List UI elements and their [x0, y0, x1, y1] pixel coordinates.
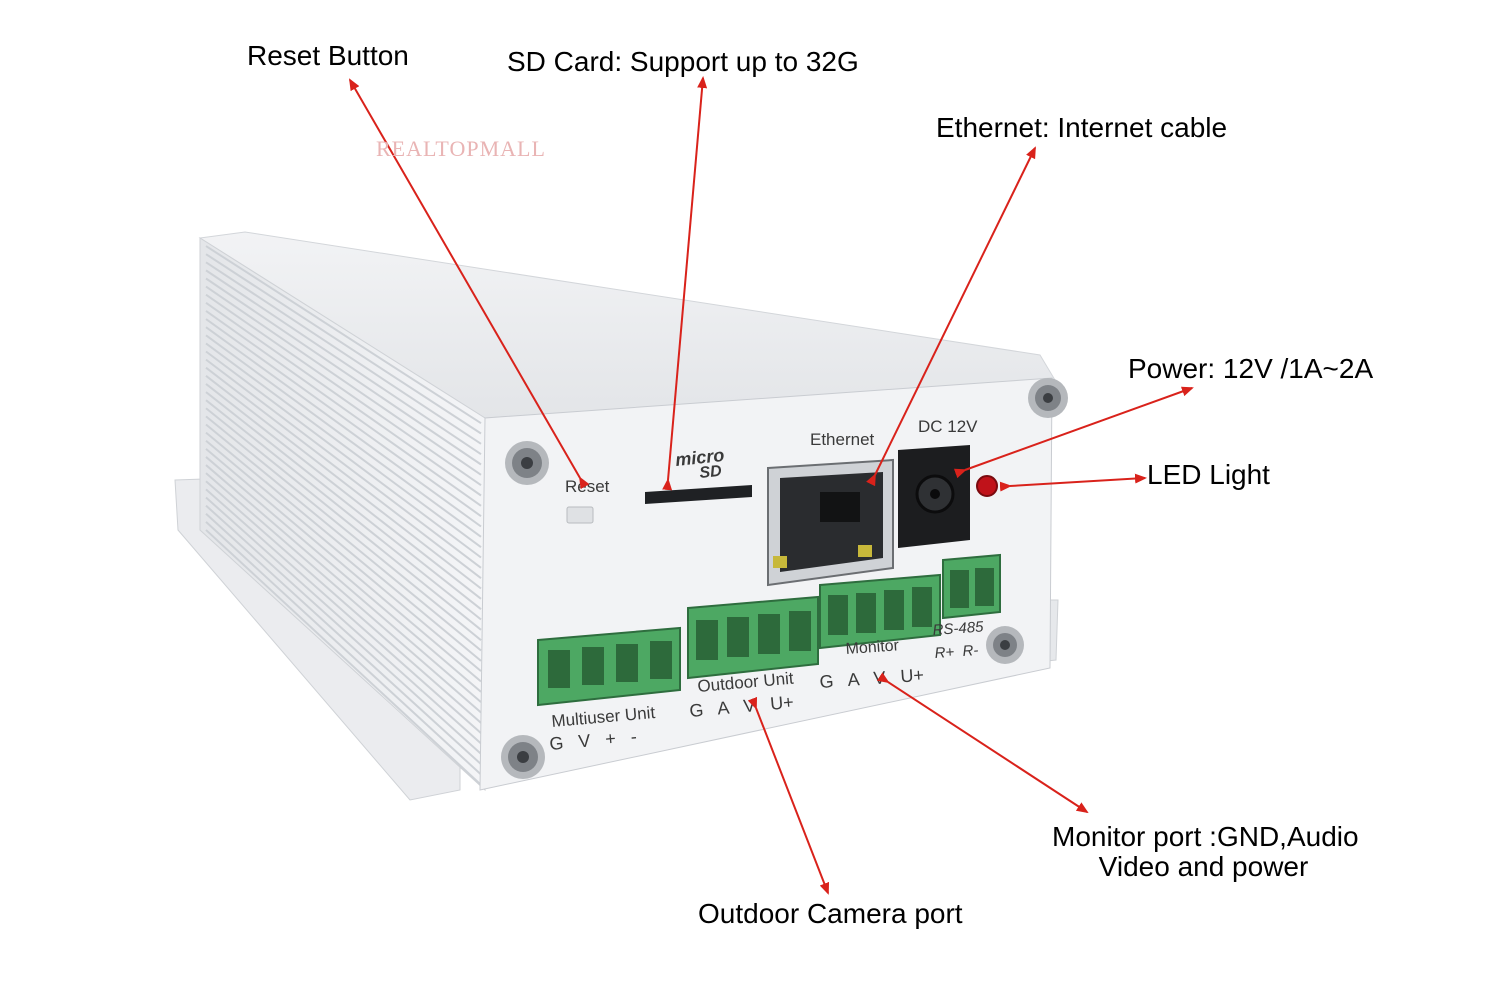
dc-power-jack-icon [898, 445, 970, 548]
sd-card-slot-icon [645, 485, 752, 504]
ethernet-port-icon [767, 458, 894, 587]
heat-sink-fin [205, 399, 482, 621]
heat-sink-fin [205, 334, 482, 538]
rs485-pin-labels: R+ R- [934, 642, 979, 662]
heat-sink-fin [205, 472, 482, 714]
heat-sink-fin [205, 512, 482, 765]
dc-label: DC 12V [918, 417, 978, 436]
led-light-callout: LED Light [1147, 459, 1270, 490]
rs485-terminal-block [942, 553, 1001, 620]
reset-button-callout: Reset Button [247, 40, 409, 71]
screw-icon [1028, 378, 1068, 418]
heat-sink-fin [205, 529, 482, 786]
reset-button-icon [566, 506, 594, 524]
watermark: REALTOPMALL [376, 136, 546, 161]
heat-sink-fin [205, 350, 482, 559]
heat-sink-fin [205, 326, 482, 528]
heat-sink-fin [205, 456, 482, 693]
heat-sink-fin [205, 407, 482, 631]
led-arrow [999, 473, 1147, 492]
heat-sink-fin [205, 488, 482, 734]
ethernet-label: Ethernet [810, 430, 875, 449]
outdoor-terminal-block [687, 595, 819, 680]
ethernet-arrow [866, 146, 1036, 487]
led-light-icon [976, 475, 998, 497]
screw-icon [986, 626, 1024, 664]
power-callout: Power: 12V /1A~2A [1128, 353, 1374, 384]
heat-sink-fin [205, 448, 482, 683]
outdoor-camera-arrow [747, 696, 830, 895]
monitor-port-arrow [876, 672, 1089, 814]
reset-arrow [348, 78, 590, 490]
multiuser-terminal-block [537, 626, 681, 707]
screw-icon [501, 735, 545, 779]
heat-sink-fin [205, 496, 482, 745]
reset-label: Reset [565, 477, 610, 496]
screw-icon [505, 441, 549, 485]
outdoor-camera-port-callout: Outdoor Camera port [698, 898, 963, 929]
heat-sink-fin [205, 415, 482, 641]
monitor-terminal-block [819, 573, 941, 650]
monitor-port-callout: Monitor port :GND,Audio Video and power [1052, 821, 1359, 882]
heat-sink-fin [205, 464, 482, 703]
sd-card-callout: SD Card: Support up to 32G [507, 46, 859, 77]
micro-sd-logo-sd: SD [699, 463, 723, 482]
heat-sink-fin [205, 342, 482, 548]
power-arrow [953, 386, 1194, 479]
heat-sink-fin [205, 366, 482, 579]
heat-sink-fin [205, 423, 482, 652]
heat-sink-fin [205, 439, 482, 672]
heat-sink-fin [205, 521, 482, 776]
heat-sink-fin [205, 431, 482, 662]
heat-sink-fin [205, 383, 482, 600]
heat-sink-fin [205, 480, 482, 724]
heat-sink-fin [205, 504, 482, 755]
heat-sink-fin [205, 375, 482, 590]
terminal-blocks [537, 553, 1001, 707]
rs485-label: RS-485 [932, 618, 985, 639]
ethernet-callout: Ethernet: Internet cable [936, 112, 1228, 143]
monitor-label: Monitor [845, 637, 900, 658]
heat-sink-fin [205, 358, 482, 569]
heat-sink-fin [205, 391, 482, 610]
sd-card-arrow [662, 76, 708, 491]
